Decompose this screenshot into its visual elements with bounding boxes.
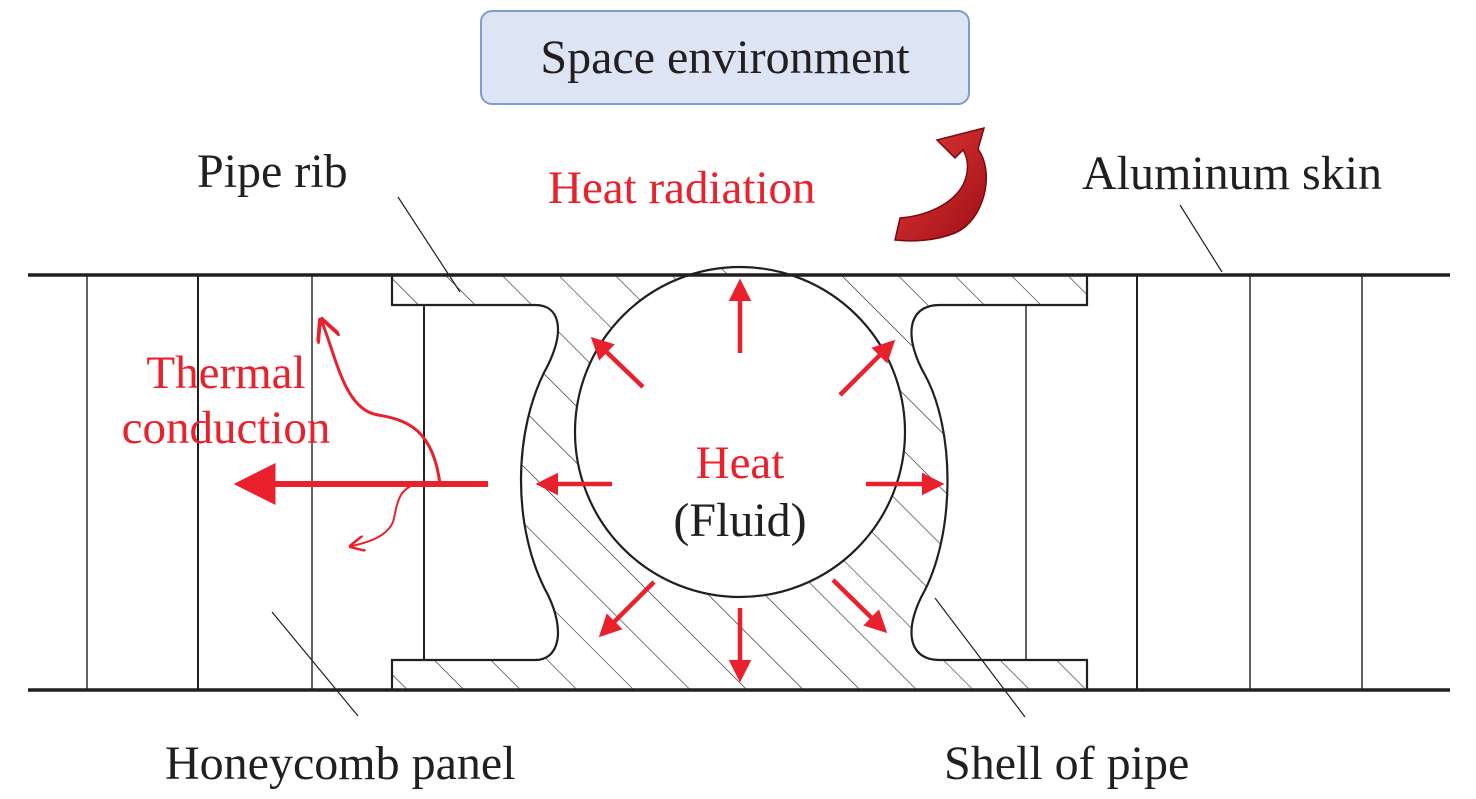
space-environment-label: Space environment (540, 30, 910, 84)
fluid-label: (Fluid) (673, 494, 807, 547)
conduction-down-branch (352, 483, 417, 546)
conduction-arrows (233, 322, 488, 546)
conduction-up-branch (322, 322, 442, 485)
radiation-curved-arrow (894, 126, 987, 242)
heat-arrow-downleft (598, 580, 656, 638)
heat-radiation-label: Heat radiation (548, 162, 816, 214)
leader-lines (271, 196, 1223, 718)
pipe-rib-label: Pipe rib (197, 145, 348, 198)
shell-of-pipe-leader (934, 597, 1026, 718)
conduction-label: conduction (121, 402, 331, 454)
aluminum-skin-label: Aluminum skin (1082, 147, 1383, 200)
honeycomb-panel-leader (271, 611, 359, 717)
thermal-label: Thermal (146, 347, 306, 399)
heat-arrow-upright (838, 339, 896, 397)
space-environment-box: Space environment (480, 10, 970, 105)
heat-label: Heat (695, 437, 785, 489)
heat-arrow-upleft (590, 336, 645, 389)
pipe-rib-leader (397, 196, 461, 293)
honeycomb-panel-label: Honeycomb panel (165, 737, 516, 790)
heat-arrow-downright (831, 578, 888, 634)
aluminum-skin-leader (1179, 204, 1223, 273)
heat-arrows (535, 278, 945, 683)
shell-of-pipe-label: Shell of pipe (944, 737, 1190, 790)
pipe-shell (390, 265, 1089, 692)
